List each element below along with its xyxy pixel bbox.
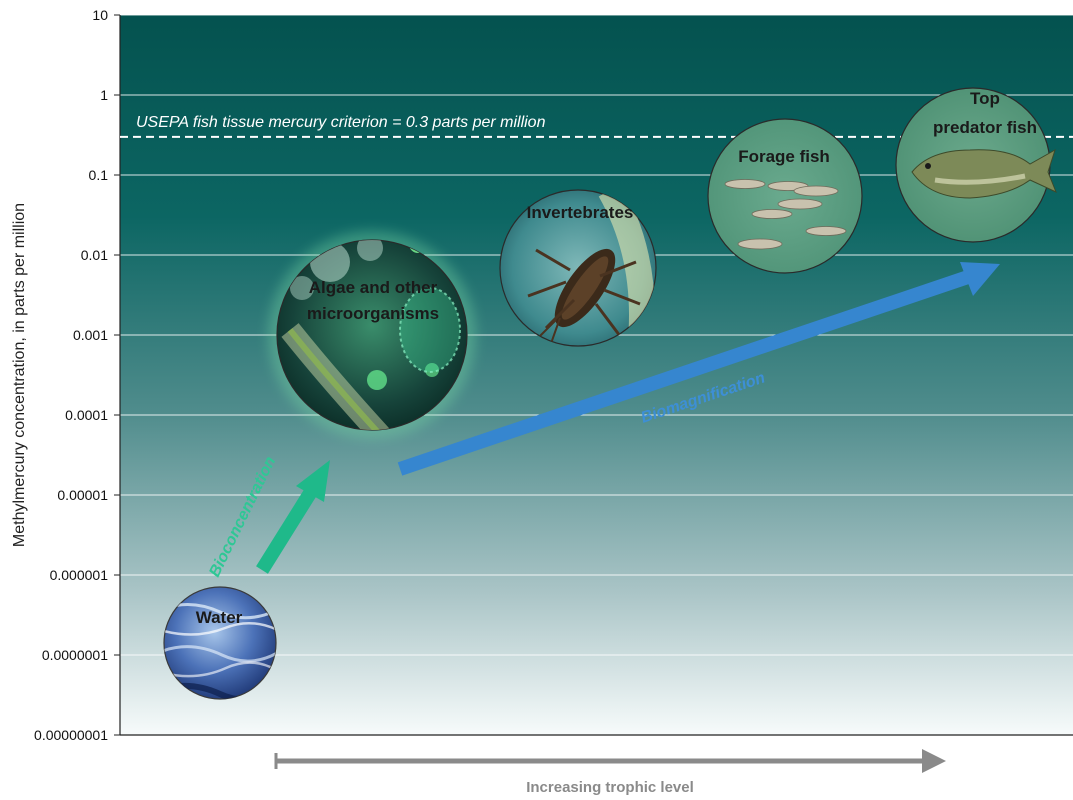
criterion-label: USEPA fish tissue mercury criterion = 0.… [136,114,546,131]
forage-fish-label: Forage fish [738,147,830,166]
algae-label-line-2: microorganisms [307,304,439,323]
trophic-level-arrow [274,749,946,773]
forage-fish-icon [724,179,847,250]
biomagnification-arrow [397,262,1000,476]
top-predator-label-line-2: predator fish [933,118,1037,137]
y-tick-label: 0.1 [89,167,109,183]
invertebrates-point: Invertebrates [499,189,657,347]
top-predator-fish-point: Top predator fish [895,87,1057,243]
algae-microorganisms-icon [281,240,461,430]
x-axis-title: Increasing trophic level [526,779,694,796]
water-point: Water [163,586,277,700]
forage-fish-point: Forage fish [707,118,863,274]
largemouth-bass-icon [911,148,1057,199]
y-tick-label: 0.01 [81,247,108,263]
y-tick-label: 0.0001 [65,407,108,423]
top-predator-label-line-1: Top [970,89,1000,108]
y-tick-label: 0.000001 [50,567,109,583]
y-tick-label: 0.00000001 [34,727,108,743]
y-tick-labels: 10 1 0.1 0.01 0.001 0.0001 0.00001 0.000001 0.00… [34,7,120,743]
y-tick-label: 10 [92,7,108,23]
invertebrates-label: Invertebrates [527,203,634,222]
y-tick-label: 0.001 [73,327,108,343]
y-axis-title: Methylmercury concentration, in parts pe… [11,203,28,547]
y-tick-label: 1 [100,87,108,103]
grid-lines [120,14,1073,656]
water-label: Water [196,608,243,627]
y-tick-label: 0.0000001 [42,647,108,663]
algae-label-line-1: Algae and other [309,278,438,297]
algae-point: Algae and other microorganisms [268,231,476,439]
y-tick-label: 0.00001 [57,487,108,503]
bioconcentration-arrow [256,460,330,574]
